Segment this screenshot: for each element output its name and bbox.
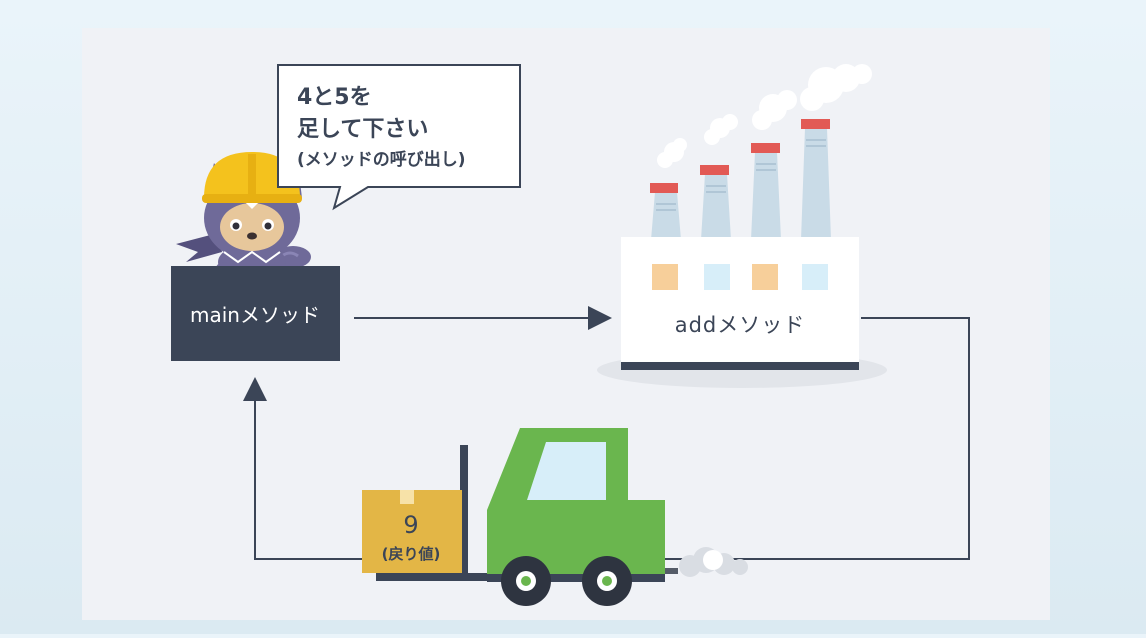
forklift: 9 (戻り値) — [362, 428, 748, 606]
forklift-mast — [460, 445, 468, 575]
forklift-window — [527, 442, 606, 500]
chimney-2 — [700, 165, 731, 240]
chimney-1 — [650, 183, 681, 240]
speech-bubble: 4と5を 足して下さい (メソッドの呼び出し) — [277, 64, 521, 211]
chimney-3 — [751, 143, 781, 240]
return-value-number: 9 — [403, 511, 418, 539]
main-method-box: mainメソッド — [171, 266, 340, 361]
main-method-label: mainメソッド — [190, 303, 320, 327]
return-value-caption: (戻り値) — [382, 545, 441, 563]
flow-lines — [254, 317, 970, 560]
speech-line-1: 4と5を — [297, 85, 372, 110]
smoke-clouds — [657, 64, 872, 168]
factory-label: addメソッド — [675, 313, 806, 337]
factory-window — [752, 264, 778, 290]
call-arrowhead — [588, 306, 612, 330]
factory: addメソッド — [597, 64, 887, 388]
factory-window — [704, 264, 730, 290]
chimney-4 — [801, 119, 831, 240]
forklift-body — [487, 428, 665, 578]
factory-window — [802, 264, 828, 290]
speech-line-2: 足して下さい — [297, 117, 428, 142]
return-value-box: 9 (戻り値) — [362, 490, 462, 573]
factory-base — [621, 362, 859, 370]
forklift-fork — [376, 573, 516, 581]
return-arrow-line — [254, 392, 362, 560]
speech-line-3: (メソッドの呼び出し) — [297, 149, 466, 170]
return-path-line — [660, 317, 970, 560]
return-arrowhead — [243, 377, 267, 401]
factory-window — [652, 264, 678, 290]
factory-building — [621, 237, 859, 364]
mascot — [176, 152, 311, 280]
